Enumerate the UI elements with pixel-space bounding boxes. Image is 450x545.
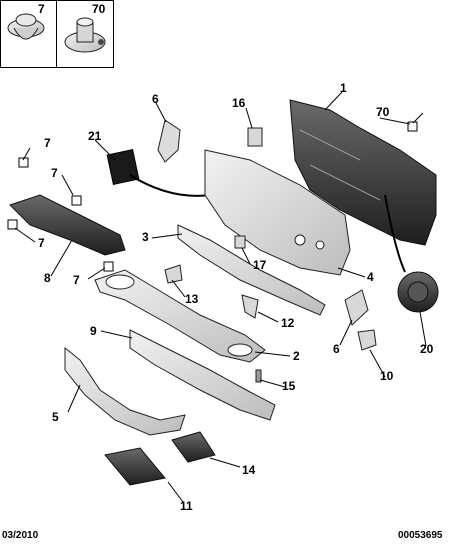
callout-8: 8 [44,271,51,285]
callout-7-b: 7 [51,166,58,180]
callout-6-upper: 6 [152,92,159,106]
part-21-pad [106,149,140,185]
part-16-clip [247,127,263,147]
callout-5: 5 [52,410,59,424]
callout-20: 20 [420,342,434,356]
callout-70: 70 [376,105,390,119]
callout-3: 3 [142,230,149,244]
callout-7-a: 7 [44,136,51,150]
part-9-reinforcement [129,329,276,421]
part-12-bracket [241,294,259,319]
footer-reference: 00053695 [398,530,443,541]
part-3-scuttle-strip [177,224,326,316]
clip-fastener-icon [7,13,45,40]
callout-12: 12 [281,316,295,330]
callout-10: 10 [380,369,394,383]
part-10-bracket [357,329,377,351]
callout-21: 21 [88,129,102,143]
part-4-bulkhead-panel [204,149,351,276]
part-1-bulkhead-insulation [289,99,437,246]
callout-14: 14 [242,463,256,477]
part-15-screw [255,369,262,383]
callout-16: 16 [232,96,246,110]
inset-label-70: 70 [92,2,106,16]
callout-1: 1 [340,81,347,95]
part-13-bracket [164,264,183,284]
part-5-lower-crossmember [64,346,186,436]
callout-11: 11 [180,499,193,513]
callout-2: 2 [293,349,300,363]
callout-9: 9 [90,324,97,338]
footer-date: 03/2010 [2,530,39,541]
callout-13: 13 [185,292,199,306]
callout-7-d: 7 [73,273,80,287]
callout-4: 4 [367,270,374,284]
callout-17: 17 [253,258,267,272]
callout-7-c: 7 [38,236,45,250]
part-2-crossmember [94,269,266,363]
part-14-pad [171,431,216,463]
callout-6-lower: 6 [333,342,340,356]
part-6-upper-bracket [157,119,181,163]
inset-label-7: 7 [38,2,45,16]
grommet-icon [64,17,106,53]
part-8-left-bracket [9,194,126,256]
callout-15: 15 [282,379,296,393]
part-17-clip [234,235,246,249]
part-6-lower-bracket [344,289,369,326]
part-11-pad [104,447,166,486]
